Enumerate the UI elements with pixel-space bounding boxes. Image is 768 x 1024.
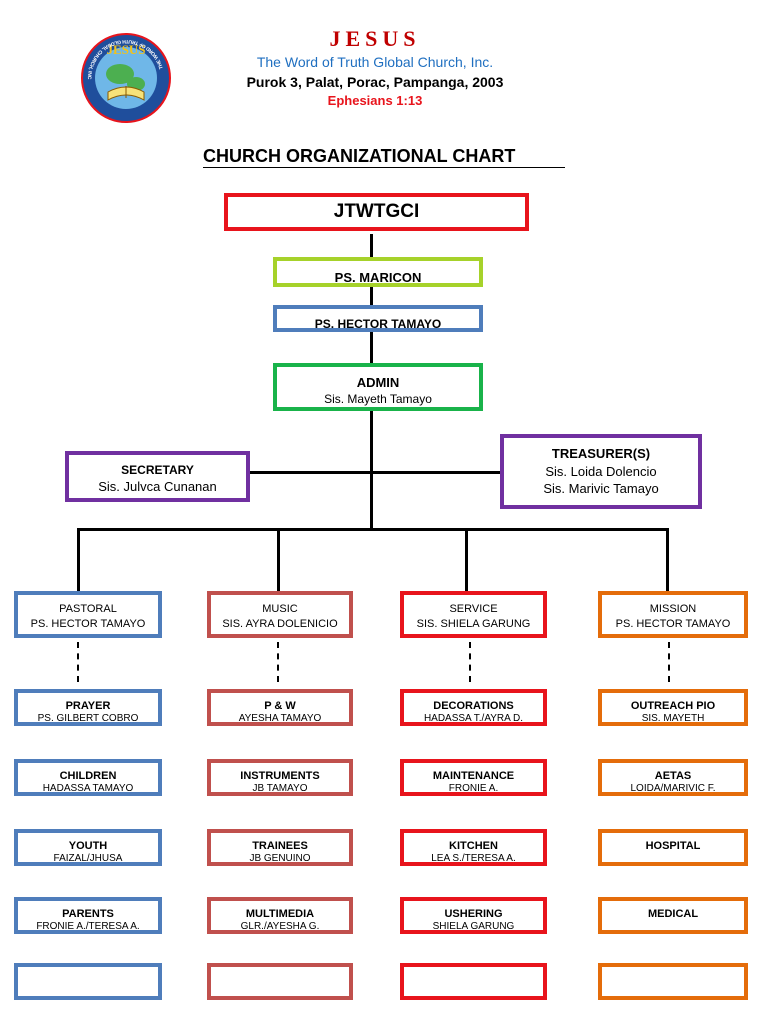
service-department-title: SERVICE <box>449 603 498 615</box>
bible-verse: Ephesians 1:13 <box>327 93 423 108</box>
pastoral-unit-title: PRAYER <box>65 700 111 712</box>
treasurer-name-2: Sis. Marivic Tamayo <box>543 481 659 496</box>
music-connector <box>277 528 280 591</box>
pastoral-unit-title: CHILDREN <box>59 770 117 782</box>
pastoral-unit-title: PARENTS <box>62 908 114 920</box>
treasurer-name-1: Sis. Loida Dolencio <box>545 464 657 479</box>
service-unit-title: KITCHEN <box>449 840 498 852</box>
secretary-treasurer-line <box>250 471 500 474</box>
music-department-box: MUSIC SIS. AYRA DOLENICIO <box>207 591 353 638</box>
mission-department-title: MISSION <box>649 603 697 615</box>
mission-unit-title: MEDICAL <box>647 908 699 920</box>
mission-department-box: MISSION PS. HECTOR TAMAYO <box>598 591 748 638</box>
music-unit-leader: GLR./AYESHA G. <box>240 921 320 932</box>
music-unit-title: MULTIMEDIA <box>245 908 315 920</box>
secretary-name: Sis. Julvca Cunanan <box>98 479 217 494</box>
service-unit-box <box>400 963 547 1000</box>
pastoral-unit-leader: FRONIE A./TERESA A. <box>36 921 140 932</box>
mission-unit-leader: LOIDA/MARIVIC F. <box>630 783 716 794</box>
service-unit-title: DECORATIONS <box>433 700 514 712</box>
service-unit-leader: LEA S./TERESA A. <box>431 853 516 864</box>
service-unit-leader: SHIELA GARUNG <box>432 921 515 932</box>
mission-department-head: PS. HECTOR TAMAYO <box>615 618 731 630</box>
pastor2-box: PS. HECTOR TAMAYO <box>273 305 483 332</box>
pastor1-label: PS. MARICON <box>334 270 422 285</box>
mission-unit-leader: SIS. MAYETH <box>641 713 705 724</box>
admin-name: Sis. Mayeth Tamayo <box>324 392 432 406</box>
pastoral-connector <box>77 528 80 591</box>
root-label: JTWTGCI <box>333 201 420 222</box>
music-unit-leader: JB GENUINO <box>249 853 311 864</box>
mission-unit-title: OUTREACH PIO <box>630 700 716 712</box>
service-connector <box>465 528 468 591</box>
music-unit-title: INSTRUMENTS <box>240 770 320 782</box>
mission-unit-title: HOSPITAL <box>645 840 701 852</box>
music-dashed-line <box>277 642 281 682</box>
chart-title: CHURCH ORGANIZATIONAL CHART <box>203 146 565 168</box>
service-unit-leader: FRONIE A. <box>448 783 499 794</box>
root-box: JTWTGCI <box>224 193 529 231</box>
secretary-title: SECRETARY <box>121 463 194 477</box>
mission-connector <box>666 528 669 591</box>
church-logo-icon: JESUS THE WORD OF TRUTH GLOBAL CHURCH, I… <box>79 28 171 123</box>
treasurer-box: TREASURER(S) Sis. Loida Dolencio Sis. Ma… <box>500 434 702 509</box>
pastoral-unit-leader: PS. GILBERT COBRO <box>37 713 139 724</box>
music-department-title: MUSIC <box>262 603 298 615</box>
departments-horizontal-line <box>77 528 669 531</box>
mission-dashed-line <box>668 642 672 682</box>
music-department-head: SIS. AYRA DOLENICIO <box>222 618 338 630</box>
pastor2-label: PS. HECTOR TAMAYO <box>314 317 442 331</box>
pastoral-department-title: PASTORAL <box>59 603 117 615</box>
service-department-head: SIS. SHIELA GARUNG <box>416 618 531 630</box>
pastoral-department-box: PASTORAL PS. HECTOR TAMAYO <box>14 591 162 638</box>
pastoral-dashed-line <box>77 642 81 682</box>
church-address: Purok 3, Palat, Porac, Pampanga, 2003 <box>246 74 504 90</box>
svg-text:JESUS: JESUS <box>106 42 145 57</box>
header-title: JESUS <box>329 26 421 51</box>
pastoral-unit-leader: HADASSA TAMAYO <box>42 783 134 794</box>
mission-unit-box: MEDICAL <box>598 897 748 934</box>
music-unit-leader: JB TAMAYO <box>252 783 308 794</box>
service-department-box: SERVICE SIS. SHIELA GARUNG <box>400 591 547 638</box>
pastoral-unit-title: YOUTH <box>68 840 108 852</box>
music-unit-leader: AYESHA TAMAYO <box>238 713 322 724</box>
service-unit-title: MAINTENANCE <box>432 770 515 782</box>
pastoral-unit-box <box>14 963 162 1000</box>
mission-unit-title: AETAS <box>654 770 692 782</box>
pastoral-unit-leader: FAIZAL/JHUSA <box>53 853 123 864</box>
service-unit-title: USHERING <box>444 908 503 920</box>
service-unit-leader: HADASSA T./AYRA D. <box>423 713 524 724</box>
church-logo: JESUS THE WORD OF TRUTH GLOBAL CHURCH, I… <box>79 28 172 124</box>
pastoral-department-head: PS. HECTOR TAMAYO <box>30 618 146 630</box>
secretary-box: SECRETARY Sis. Julvca Cunanan <box>65 451 250 502</box>
mission-unit-box: HOSPITAL <box>598 829 748 866</box>
mission-unit-box <box>598 963 748 1000</box>
music-unit-title: P & W <box>264 700 296 712</box>
admin-title: ADMIN <box>356 375 400 390</box>
music-unit-title: TRAINEES <box>252 840 308 852</box>
service-dashed-line <box>469 642 473 682</box>
pastor1-box: PS. MARICON <box>273 257 483 287</box>
treasurer-title: TREASURER(S) <box>551 446 651 461</box>
church-name: The Word of Truth Global Church, Inc. <box>256 54 494 70</box>
music-unit-box <box>207 963 353 1000</box>
admin-box: ADMIN Sis. Mayeth Tamayo <box>273 363 483 411</box>
